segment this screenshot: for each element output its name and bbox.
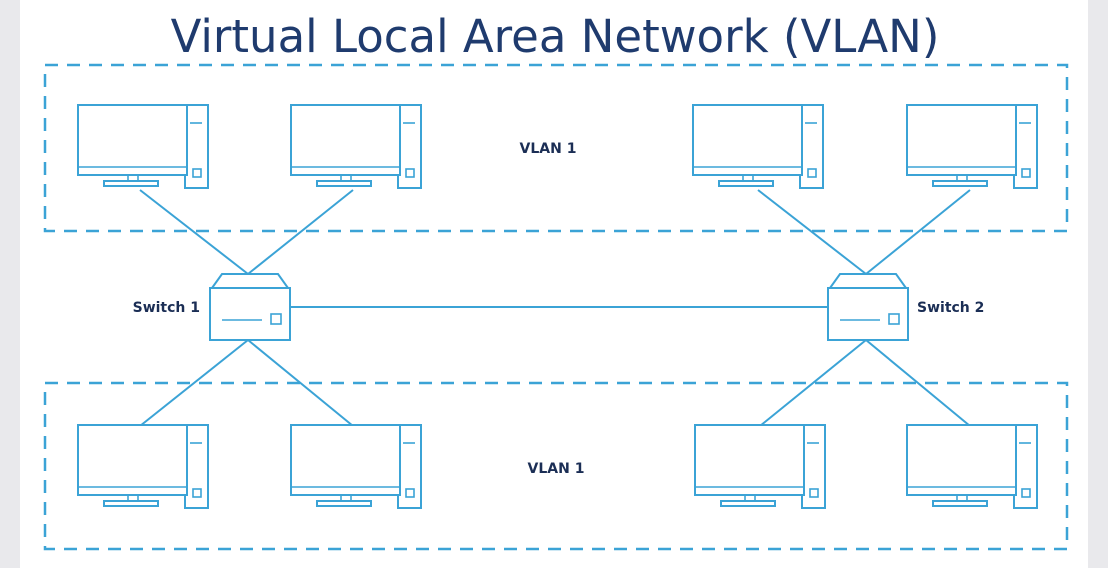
diagram-title: Virtual Local Area Network (VLAN) — [171, 10, 940, 63]
switch-1 — [209, 273, 291, 341]
switch-2 — [827, 273, 909, 341]
link-pc4-switch2 — [865, 189, 971, 275]
link-switch2-pc7 — [759, 339, 867, 427]
link-switch1-pc5 — [139, 339, 249, 427]
computer-icon — [906, 104, 1038, 189]
vlan-label-bottom: VLAN 1 — [528, 461, 585, 477]
vlan-diagram: Virtual Local Area Network (VLAN) VLAN 1… — [43, 10, 1069, 551]
vlan-label-top: VLAN 1 — [520, 141, 577, 157]
computer-icon — [694, 424, 826, 509]
link-pc1-switch1 — [139, 189, 249, 275]
link-pc3-switch2 — [757, 189, 867, 275]
link-pc2-switch1 — [247, 189, 354, 275]
computer-icon — [77, 104, 209, 189]
computer-icon — [290, 104, 422, 189]
computer-icon — [906, 424, 1038, 509]
switch-2-label: Switch 2 — [917, 300, 984, 316]
computer-icon — [692, 104, 824, 189]
switch-1-label: Switch 1 — [133, 300, 200, 316]
vlan-frame-top — [43, 63, 1069, 233]
computer-icon — [77, 424, 209, 509]
diagram-canvas: Virtual Local Area Network (VLAN) VLAN 1… — [20, 0, 1088, 568]
computer-layer — [77, 104, 1038, 509]
vlan-frame-bottom — [43, 381, 1069, 551]
link-switch1-pc6 — [247, 339, 354, 427]
link-layer — [139, 189, 971, 427]
link-switch2-pc8 — [865, 339, 971, 427]
computer-icon — [290, 424, 422, 509]
